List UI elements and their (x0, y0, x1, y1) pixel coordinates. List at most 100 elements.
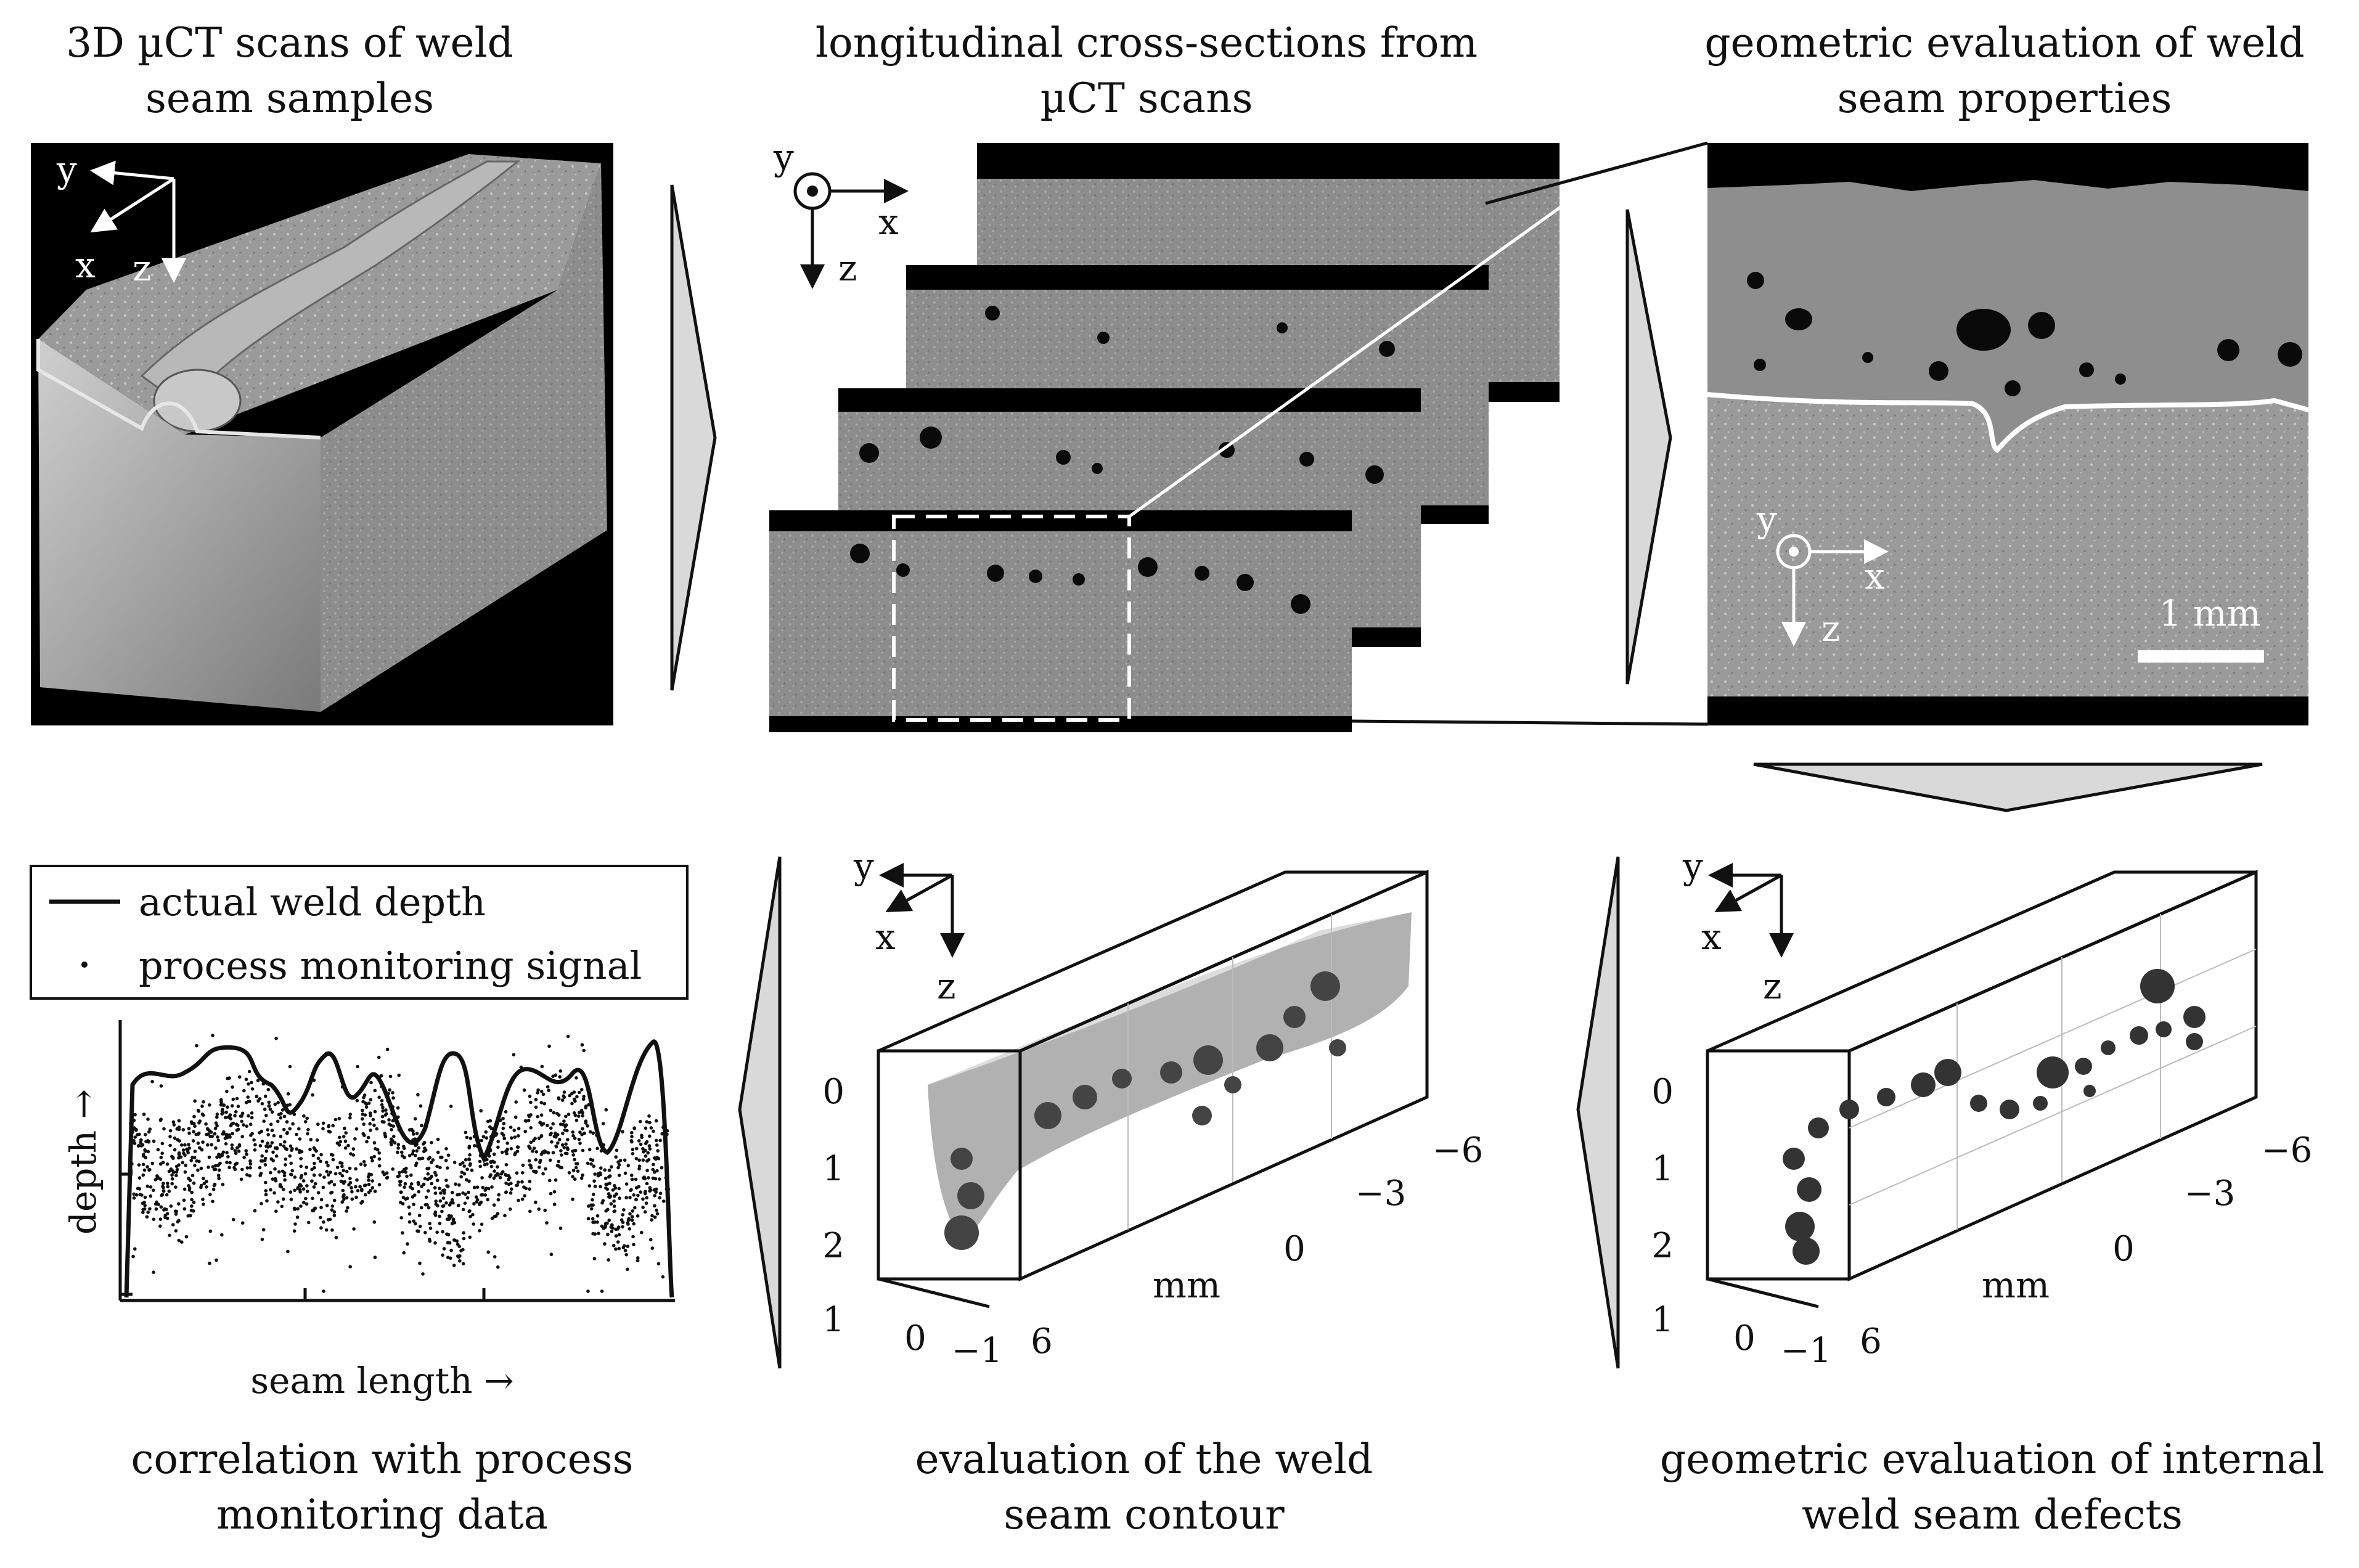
defect-pores-cloud (1783, 969, 2206, 1265)
scatter-point (299, 1157, 303, 1161)
scatter-point (369, 1156, 374, 1160)
scatter-point (385, 1047, 390, 1051)
scatter-point (580, 1043, 584, 1047)
scatter-point (313, 1161, 316, 1166)
scatter-point (624, 1182, 629, 1186)
scatter-point (403, 1185, 406, 1189)
axis-label-x: x (1701, 916, 1722, 958)
scatter-point (276, 1119, 280, 1124)
scatter-point (234, 1122, 239, 1126)
scatter-point (415, 1149, 419, 1153)
scatter-point (177, 1119, 181, 1123)
scatter-point (399, 1180, 403, 1183)
scatter-point (443, 1188, 446, 1192)
scatter-point (450, 1191, 454, 1194)
scatter-point (146, 1149, 150, 1154)
scatter-point (240, 1221, 245, 1225)
scatter-point (539, 1152, 544, 1156)
scatter-point (213, 1132, 217, 1136)
scatter-point (147, 1168, 151, 1172)
scatter-point (593, 1185, 597, 1188)
scatter-point (156, 1148, 160, 1152)
scatter-point (208, 1261, 211, 1265)
scatter-point (570, 1092, 574, 1096)
scatter-point (504, 1162, 509, 1167)
scatter-point (581, 1127, 584, 1131)
scatter-point (399, 1216, 403, 1220)
scatter-point (321, 1121, 325, 1125)
scatter-point (214, 1121, 218, 1125)
scatter-point (145, 1215, 149, 1219)
scatter-point (296, 1186, 300, 1191)
scatter-point (548, 1178, 552, 1183)
y-tick: −1 (1781, 1331, 1832, 1371)
scatter-point (646, 1151, 650, 1155)
scatter-point (133, 1141, 137, 1145)
monitoring-signal-scatter (128, 1034, 671, 1293)
scatter-point (505, 1141, 509, 1145)
scatter-point (556, 1141, 560, 1145)
scatter-point (604, 1108, 608, 1112)
scatter-point (644, 1148, 647, 1153)
scatter-point (654, 1187, 658, 1191)
scatter-point (641, 1206, 645, 1209)
scatter-point (361, 1108, 364, 1113)
scatter-point (534, 1105, 538, 1109)
scatter-point (528, 1146, 532, 1150)
scatter-point (515, 1145, 520, 1149)
scatter-point (302, 1114, 306, 1118)
scatter-point (221, 1182, 225, 1186)
scatter-point (139, 1138, 143, 1142)
scatter-point (186, 1151, 190, 1154)
scatter-point (464, 1130, 468, 1135)
scatter-point (422, 1140, 427, 1145)
scatter-point (435, 1164, 439, 1169)
scatter-point (608, 1195, 611, 1199)
scatter-point (464, 1158, 468, 1162)
material-lower (1707, 394, 2308, 696)
scatter-point (472, 1185, 476, 1190)
scatter-point (420, 1184, 423, 1188)
scatter-point (630, 1140, 634, 1144)
scatter-point (322, 1220, 325, 1224)
scatter-point (406, 1196, 409, 1200)
scatter-point (305, 1184, 309, 1188)
defects-x-ticks: 6 0 −3 −6 (1860, 1130, 2312, 1362)
scatter-point (206, 1132, 210, 1136)
axes-triad-scan: y x z (56, 149, 186, 289)
scatter-point (483, 1188, 487, 1192)
scatter-point (333, 1117, 338, 1122)
scatter-point (541, 1092, 546, 1096)
scatter-point (600, 1289, 604, 1293)
scatter-point (528, 1187, 531, 1191)
scatter-point (547, 1044, 551, 1048)
scatter-point (534, 1150, 538, 1154)
scatter-point (152, 1188, 155, 1192)
scatter-point (551, 1122, 555, 1126)
scatter-point (411, 1152, 414, 1156)
scatter-point (149, 1194, 153, 1198)
scatter-point (269, 1122, 273, 1126)
scatter-point (279, 1112, 283, 1116)
scatter-point (162, 1127, 166, 1131)
scatter-point (152, 1217, 156, 1222)
axis-unit-label: mm (1153, 1264, 1220, 1306)
scatter-point (154, 1207, 158, 1211)
scatter-point (192, 1122, 196, 1125)
scatter-point (392, 1135, 396, 1138)
scatter-point (449, 1105, 453, 1108)
scatter-point (632, 1193, 636, 1197)
scatter-point (351, 1153, 356, 1157)
axis-label-x: x (75, 244, 96, 286)
scatter-point (183, 1170, 187, 1174)
scatter-point (414, 1222, 417, 1226)
scatter-point (634, 1177, 638, 1182)
scatter-point (446, 1153, 451, 1158)
scatter-point (632, 1243, 636, 1246)
scatter-point (576, 1169, 580, 1173)
scatter-point (628, 1196, 632, 1199)
defects-y-ticks: 1 0 −1 (1651, 1300, 1831, 1371)
scatter-point (512, 1129, 516, 1132)
box-3d-defects (1706, 870, 2258, 1309)
scatter-point (647, 1114, 651, 1118)
